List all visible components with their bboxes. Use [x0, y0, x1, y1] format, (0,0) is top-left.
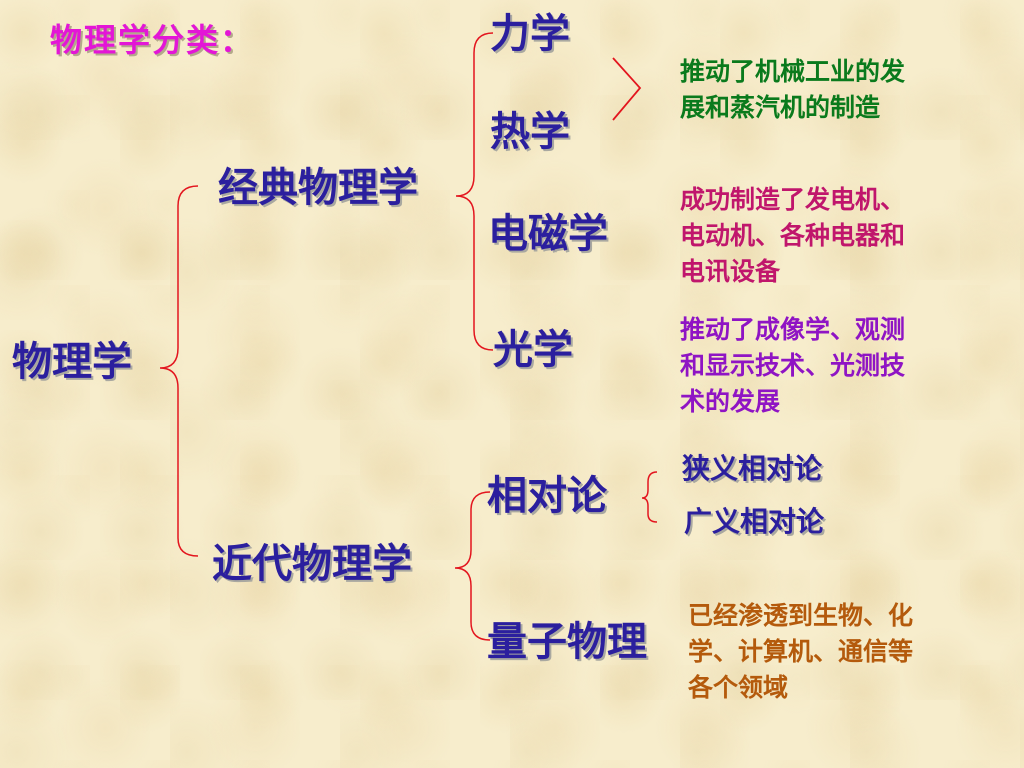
note-line: 已经渗透到生物、化: [688, 601, 914, 630]
note-mech-thermo: 推动了机械工业的发 展和蒸汽机的制造: [680, 54, 905, 126]
classical-brace: [455, 32, 494, 351]
note-line: 电讯设备: [680, 257, 781, 286]
note-optics: 推动了成像学、观测 和显示技术、光测技 术的发展: [680, 312, 905, 420]
classical-label: 经典物理学: [218, 165, 418, 211]
modern-label: 近代物理学: [212, 541, 412, 587]
branch-mechanics: 力学: [490, 11, 570, 57]
note-line: 展和蒸汽机的制造: [680, 93, 881, 122]
note-line: 学、计算机、通信等: [688, 637, 914, 666]
special-relativity: 狭义相对论: [682, 452, 823, 485]
note-line: 成功制造了发电机、: [680, 185, 906, 214]
page-title: 物理学分类：: [50, 21, 255, 59]
relativity-label: 相对论: [487, 473, 607, 519]
general-relativity: 广义相对论: [684, 505, 825, 538]
note-line: 推动了成像学、观测: [680, 315, 906, 344]
quantum-label: 量子物理: [487, 619, 647, 665]
modern-brace: [454, 491, 491, 641]
root-label: 物理学: [12, 339, 132, 385]
mech-thermo-chevron: [612, 57, 642, 121]
relativity-brace: [641, 471, 658, 523]
note-line: 术的发展: [680, 387, 781, 416]
branch-em: 电磁学: [488, 211, 608, 257]
note-line: 推动了机械工业的发: [680, 57, 906, 86]
note-em: 成功制造了发电机、 电动机、各种电器和 电讯设备: [680, 182, 905, 290]
branch-thermo: 热学: [490, 109, 570, 155]
note-line: 和显示技术、光测技: [680, 351, 906, 380]
root-brace: [159, 185, 199, 557]
note-line: 各个领域: [688, 673, 789, 702]
branch-optics: 光学: [493, 327, 573, 373]
note-quantum: 已经渗透到生物、化 学、计算机、通信等 各个领域: [688, 598, 913, 706]
note-line: 电动机、各种电器和: [680, 221, 906, 250]
